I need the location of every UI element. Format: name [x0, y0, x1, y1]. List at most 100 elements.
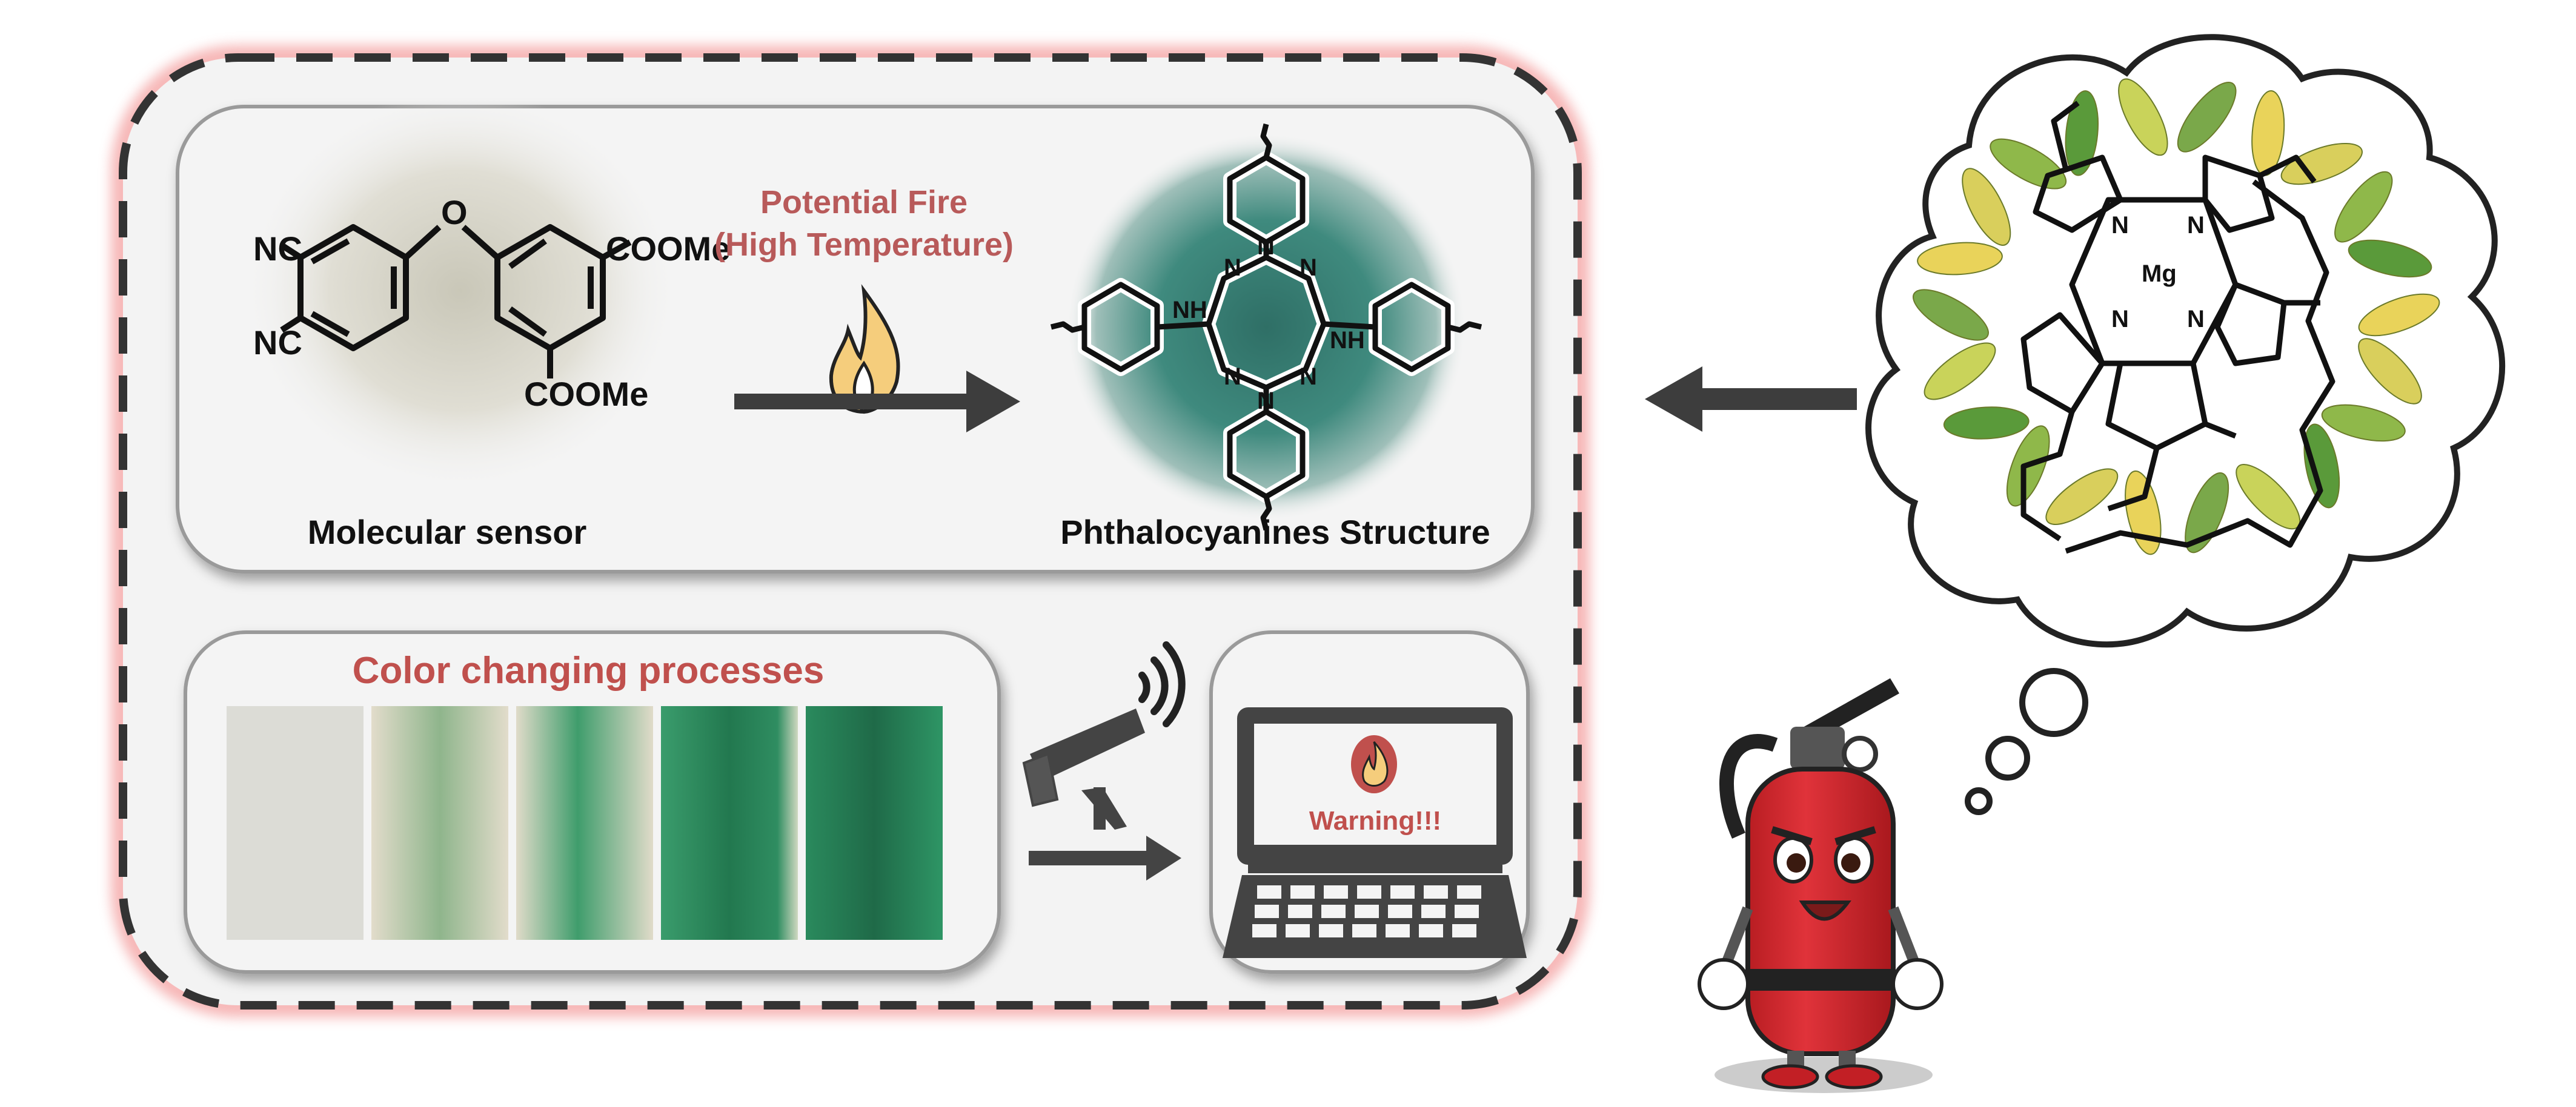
thought-bubble-medium [1985, 736, 2030, 781]
atom-n: N [1224, 254, 1241, 281]
condition-line-1: Potential Fire [760, 184, 968, 220]
ester-group-2: COOMe [524, 375, 648, 413]
signal-arrow [1029, 836, 1181, 881]
mascot-shadow [1715, 1057, 1933, 1093]
leaf [2348, 239, 2432, 278]
chlorophyll-atom-labels: N N N N Mg [2111, 212, 2205, 332]
keyboard-key [1355, 905, 1379, 918]
nitrile-group-1: NC [253, 230, 302, 268]
atom-mg: Mg [2142, 260, 2177, 287]
keyboard-key [1457, 885, 1481, 899]
keyboard-key [1455, 905, 1479, 918]
atom-n: N [2111, 212, 2129, 239]
leaf [2065, 90, 2099, 176]
body-band [1750, 969, 1891, 991]
chlorophyll-molecule [2020, 101, 2335, 554]
fire-alert-icon [1351, 735, 1397, 793]
keyboard-key [1255, 905, 1279, 918]
test-strip-5 [806, 706, 943, 940]
keyboard-key [1321, 905, 1346, 918]
test-strip-3 [516, 706, 653, 940]
keyboard-key [1286, 924, 1310, 937]
keyboard-key [1424, 885, 1448, 899]
thought-to-sensor-arrow [1645, 366, 1857, 432]
leaf [1962, 168, 2011, 246]
phthalocyanine-atom-labels: N N N N N N NH NH [1172, 233, 1365, 414]
phthalocyanine-molecule [1050, 123, 1482, 531]
leaf [1924, 342, 1996, 400]
surveillance-camera-icon [1022, 709, 1145, 830]
atom-n: N [1300, 363, 1317, 390]
keyboard-key [1288, 905, 1312, 918]
keyboard-key [1357, 885, 1381, 899]
thought-bubble-small [1965, 787, 1993, 815]
left-pupil [1787, 853, 1806, 873]
leaf [2334, 171, 2393, 243]
condition-line-2: (High Temperature) [714, 226, 1014, 263]
precursor-label: Molecular sensor [308, 513, 587, 551]
atom-nh: NH [1330, 327, 1365, 354]
leaf [2118, 78, 2168, 156]
leaf [2358, 293, 2440, 337]
leaf [2321, 404, 2406, 442]
keyboard-key [1257, 885, 1281, 899]
test-strip-4 [661, 706, 798, 940]
wifi-signal-icon [1138, 641, 1186, 727]
keyboard-key [1324, 885, 1348, 899]
product-label: Phthalocyanines Structure [1060, 513, 1490, 551]
precursor-molecule [280, 224, 632, 378]
leaf [1912, 289, 1989, 341]
handle [1793, 678, 1899, 739]
atom-n: N [1224, 363, 1241, 390]
keyboard-key [1419, 924, 1443, 937]
pressure-gauge [1842, 736, 1878, 772]
keyboard-key [1252, 924, 1276, 937]
atom-n: N [1300, 254, 1317, 281]
reaction-panel: NC NC O COOMe COOMe Molecular sensor Pot… [176, 91, 1535, 573]
powder-image [242, 91, 679, 491]
leaves-wreath [1912, 78, 2440, 555]
left-shoe [1761, 1064, 1819, 1089]
fire-extinguisher-mascot [1698, 678, 1944, 1093]
ester-group-1: COOMe [606, 230, 730, 268]
leaf [2280, 143, 2363, 185]
right-pupil [1841, 853, 1861, 873]
keyboard-key [1319, 924, 1343, 937]
phthalocyanine-powder-image [1066, 133, 1466, 521]
leaf [2358, 338, 2422, 405]
left-glove [1698, 958, 1750, 1010]
color-change-panel: Color changing processes [184, 630, 1001, 974]
nitrile-group-2: NC [253, 323, 302, 362]
arms [1721, 906, 1920, 965]
leaf [2185, 472, 2229, 554]
atom-n: N [1257, 388, 1275, 414]
ether-oxygen: O [441, 193, 468, 231]
leaf [2045, 468, 2119, 525]
keyboard [1252, 885, 1481, 937]
right-shoe [1825, 1064, 1883, 1089]
atom-n: N [1257, 233, 1275, 260]
keyboard-key [1452, 924, 1476, 937]
hose [1719, 734, 1778, 839]
keyboard-key [1290, 885, 1315, 899]
test-strip-2 [371, 706, 508, 940]
color-change-title: Color changing processes [353, 650, 825, 692]
keyboard-key [1388, 905, 1412, 918]
smile [1799, 900, 1851, 921]
atom-n: N [2187, 212, 2205, 239]
alert-panel: Warning!!! [1209, 630, 1530, 974]
eyebrows [1771, 826, 1876, 845]
atom-n: N [2111, 306, 2129, 332]
test-strip-1 [227, 706, 363, 940]
leaf [1917, 242, 2003, 276]
laptop-icon [1223, 707, 1527, 958]
leaf [2303, 423, 2340, 509]
keyboard-key [1352, 924, 1376, 937]
keyboard-key [1386, 924, 1410, 937]
reaction-arrow [734, 371, 1020, 432]
leaf [2177, 82, 2237, 153]
atom-nh: NH [1172, 297, 1207, 323]
valve-head [1790, 727, 1845, 769]
thought-bubble-large [2019, 668, 2088, 737]
